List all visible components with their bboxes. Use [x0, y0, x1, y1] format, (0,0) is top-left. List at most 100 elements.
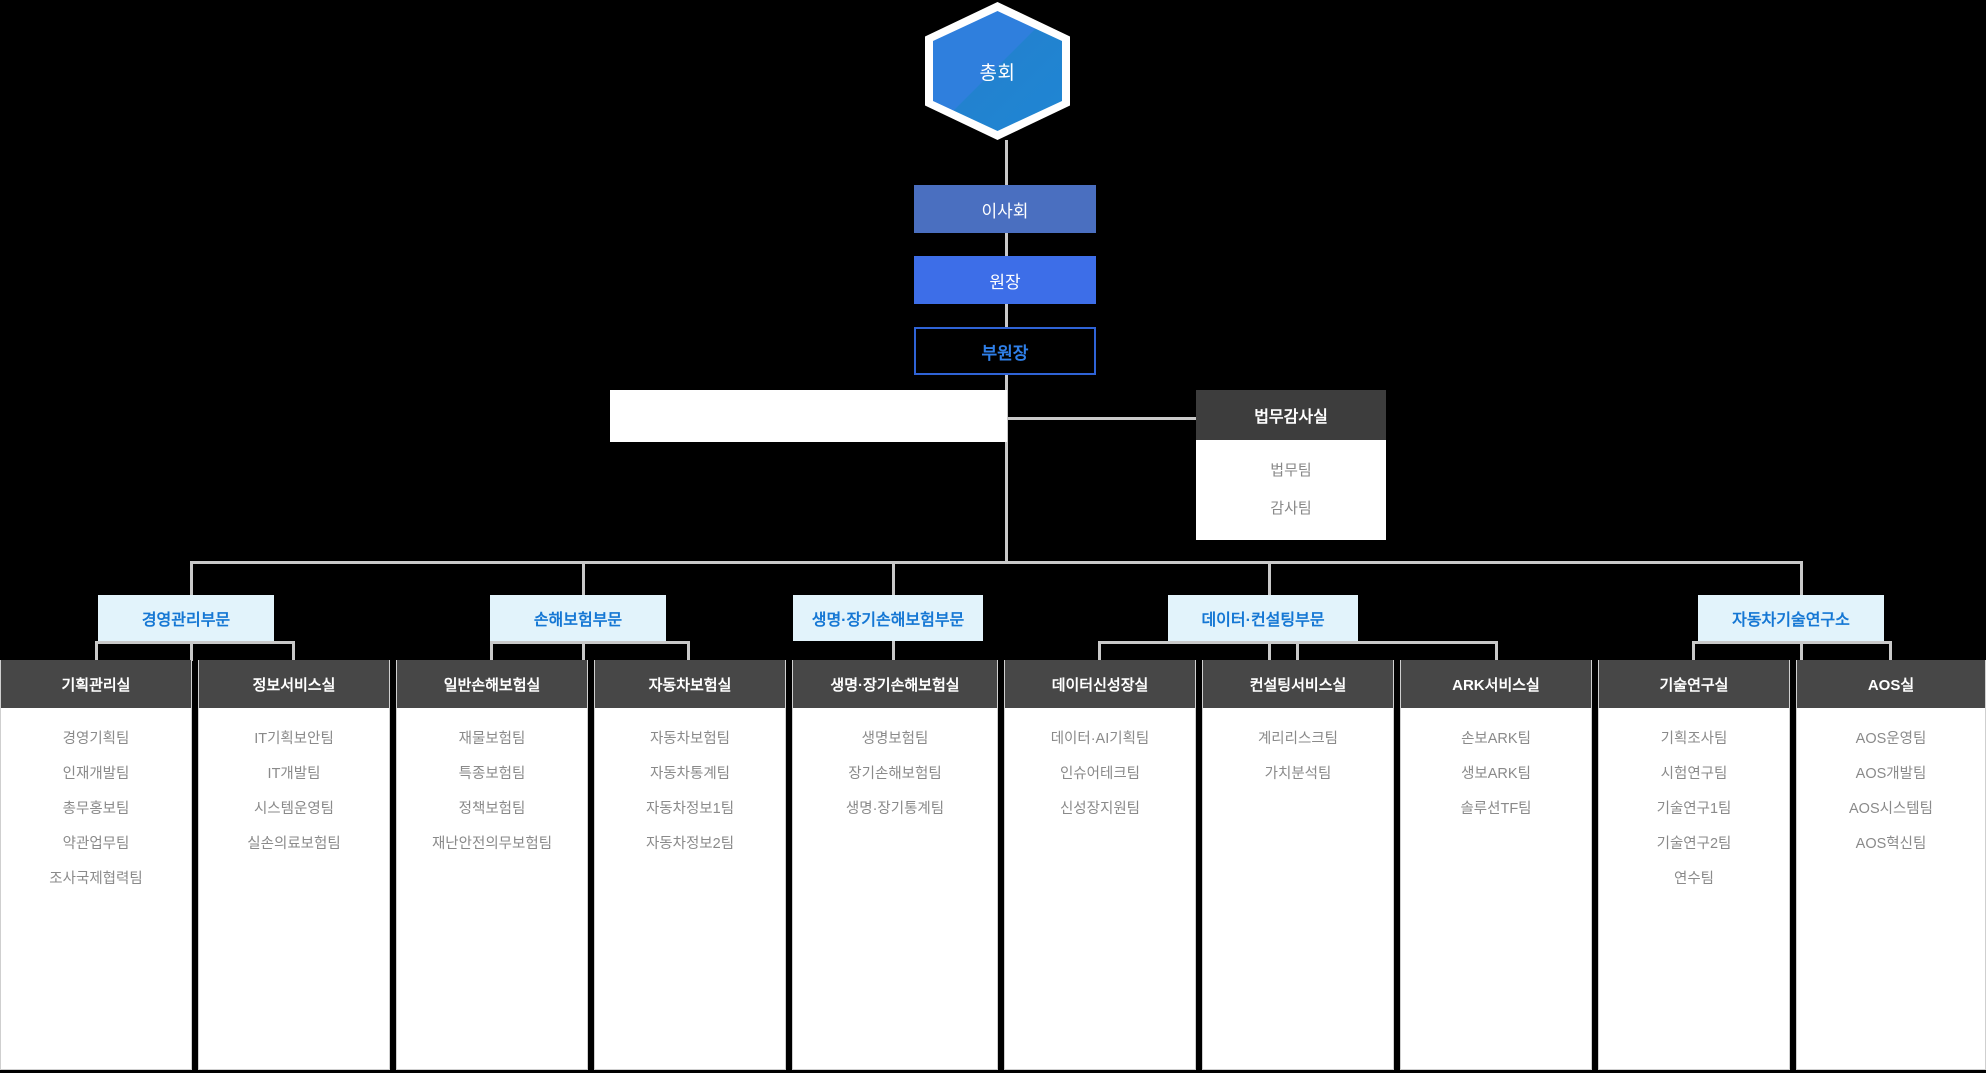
card-legal-audit-title: 법무감사실: [1196, 390, 1386, 440]
list-item[interactable]: 자동차통계팀: [649, 766, 731, 782]
list-item[interactable]: 특종보험팀: [458, 766, 526, 782]
list-item[interactable]: 시스템운영팀: [253, 801, 335, 817]
list-item[interactable]: 인재개발팀: [62, 766, 130, 782]
division-auto-tech-institute[interactable]: 자동차기술연구소: [1698, 595, 1884, 641]
node-vice-president-label: 부원장: [981, 343, 1029, 363]
dept-auto-insurance[interactable]: 자동차보험실 자동차보험팀 자동차통계팀 자동차정보1팀 자동차정보2팀: [594, 660, 786, 1070]
list-item[interactable]: 경영기획팀: [62, 731, 130, 747]
list-item[interactable]: 생보ARK팀: [1461, 766, 1531, 782]
connector-div1-stem: [190, 641, 193, 661]
connector-div4-child3: [1495, 641, 1498, 661]
division-general-insurance[interactable]: 손해보험부문: [490, 595, 666, 641]
list-item[interactable]: 정책보험팀: [458, 801, 526, 817]
list-item[interactable]: 실손의료보험팀: [247, 836, 341, 852]
dept-team-list: IT기획보안팀 IT개발팀 시스템운영팀 실손의료보험팀: [199, 708, 389, 862]
hexagon-fill: [933, 11, 1062, 131]
list-item[interactable]: 솔루션TF팀: [1460, 801, 1532, 817]
card-legal-audit-office[interactable]: 법무감사실 법무팀 감사팀: [1196, 390, 1386, 540]
connector-div2-stem: [582, 641, 585, 661]
division-management[interactable]: 경영관리부문: [98, 595, 274, 641]
dept-technical-research[interactable]: 기술연구실 기획조사팀 시험연구팀 기술연구1팀 기술연구2팀 연수팀: [1598, 660, 1790, 1070]
division-life-longterm-insurance[interactable]: 생명·장기손해보험부문: [793, 595, 983, 641]
node-board-of-directors[interactable]: 이사회: [914, 185, 1096, 233]
list-item[interactable]: AOS개발팀: [1855, 766, 1927, 782]
node-assembly[interactable]: 총회: [925, 2, 1070, 140]
division-label: 경영관리부문: [141, 612, 231, 629]
list-item[interactable]: 신성장지원팀: [1059, 801, 1141, 817]
list-item[interactable]: 법무팀: [1270, 462, 1312, 479]
dept-ark-service[interactable]: ARK서비스실 손보ARK팀 생보ARK팀 솔루션TF팀: [1400, 660, 1592, 1070]
list-item[interactable]: 연수팀: [1673, 871, 1715, 887]
connector-div5-stem: [1800, 641, 1803, 661]
division-data-consulting[interactable]: 데이터·컨설팅부문: [1168, 595, 1358, 641]
list-item[interactable]: 데이터·AI기획팀: [1050, 731, 1150, 747]
node-assembly-label: 총회: [979, 62, 1016, 84]
list-item[interactable]: 조사국제협력팀: [49, 871, 143, 887]
list-item[interactable]: 인슈어테크팀: [1059, 766, 1141, 782]
list-item[interactable]: 재물보험팀: [458, 731, 526, 747]
dept-general-casualty-insurance[interactable]: 일반손해보험실 재물보험팀 특종보험팀 정책보험팀 재난안전의무보험팀: [396, 660, 588, 1070]
dept-life-longterm-insurance[interactable]: 생명·장기손해보험실 생명보험팀 장기손해보험팀 생명·장기통계팀: [792, 660, 998, 1070]
node-board-label: 이사회: [981, 201, 1029, 221]
connector-div4-child2: [1296, 641, 1299, 661]
list-item[interactable]: 생명보험팀: [861, 731, 929, 747]
dept-team-list: AOS운영팀 AOS개발팀 AOS시스템팀 AOS혁신팀: [1797, 708, 1985, 862]
connector-assembly-board: [1005, 140, 1008, 187]
list-item[interactable]: 생명·장기통계팀: [845, 801, 945, 817]
dept-title: 일반손해보험실: [397, 660, 587, 708]
connector-div1-child2: [292, 641, 295, 661]
list-item[interactable]: 기술연구1팀: [1656, 801, 1732, 817]
connector-div1-bar: [95, 641, 295, 644]
dept-team-list: 데이터·AI기획팀 인슈어테크팀 신성장지원팀: [1005, 708, 1195, 827]
dept-team-list: 손보ARK팀 생보ARK팀 솔루션TF팀: [1401, 708, 1591, 827]
dept-team-list: 재물보험팀 특종보험팀 정책보험팀 재난안전의무보험팀: [397, 708, 587, 862]
list-item[interactable]: 기술연구2팀: [1656, 836, 1732, 852]
list-item[interactable]: 총무홍보팀: [62, 801, 130, 817]
node-vice-president[interactable]: 부원장: [914, 327, 1096, 375]
connector-vice-to-legal-audit: [1005, 417, 1197, 420]
dept-data-new-growth[interactable]: 데이터신성장실 데이터·AI기획팀 인슈어테크팀 신성장지원팀: [1004, 660, 1196, 1070]
dept-title: ARK서비스실: [1401, 660, 1591, 708]
dept-team-list: 자동차보험팀 자동차통계팀 자동차정보1팀 자동차정보2팀: [595, 708, 785, 862]
list-item[interactable]: 자동차정보2팀: [645, 836, 735, 852]
connector-div5-child1: [1692, 641, 1695, 661]
dept-team-list: 경영기획팀 인재개발팀 총무홍보팀 약관업무팀 조사국제협력팀: [1, 708, 191, 897]
list-item[interactable]: 자동차보험팀: [649, 731, 731, 747]
connector-vice-trunk: [1005, 375, 1008, 563]
dept-title: 데이터신성장실: [1005, 660, 1195, 708]
list-item[interactable]: 가치분석팀: [1264, 766, 1332, 782]
list-item[interactable]: 장기손해보험팀: [848, 766, 942, 782]
node-president-label: 원장: [989, 272, 1021, 292]
dept-title: 기획관리실: [1, 660, 191, 708]
list-item[interactable]: 약관업무팀: [62, 836, 130, 852]
blank-panel: [610, 390, 1007, 442]
connector-div5-child2: [1889, 641, 1892, 661]
list-item[interactable]: AOS운영팀: [1855, 731, 1927, 747]
dept-title: 자동차보험실: [595, 660, 785, 708]
connector-main-bus: [190, 561, 1802, 564]
connector-div2-child1: [490, 641, 493, 661]
connector-div5-bar: [1692, 641, 1892, 644]
list-item[interactable]: 재난안전의무보험팀: [431, 836, 553, 852]
list-item[interactable]: IT기획보안팀: [254, 731, 334, 747]
list-item[interactable]: 손보ARK팀: [1461, 731, 1531, 747]
list-item[interactable]: 감사팀: [1270, 500, 1312, 517]
dept-consulting-service[interactable]: 컨설팅서비스실 계리리스크팀 가치분석팀: [1202, 660, 1394, 1070]
list-item[interactable]: AOS시스템팀: [1849, 801, 1933, 817]
dept-aos[interactable]: AOS실 AOS운영팀 AOS개발팀 AOS시스템팀 AOS혁신팀: [1796, 660, 1986, 1070]
dept-planning-management[interactable]: 기획관리실 경영기획팀 인재개발팀 총무홍보팀 약관업무팀 조사국제협력팀: [0, 660, 192, 1070]
list-item[interactable]: 시험연구팀: [1660, 766, 1728, 782]
connector-bus-drop-1: [190, 561, 193, 595]
list-item[interactable]: 기획조사팀: [1660, 731, 1728, 747]
list-item[interactable]: AOS혁신팀: [1855, 836, 1927, 852]
dept-information-service[interactable]: 정보서비스실 IT기획보안팀 IT개발팀 시스템운영팀 실손의료보험팀: [198, 660, 390, 1070]
dept-title: 정보서비스실: [199, 660, 389, 708]
node-president[interactable]: 원장: [914, 256, 1096, 304]
connector-div2-bar: [490, 641, 690, 644]
connector-bus-drop-4: [1268, 561, 1271, 595]
list-item[interactable]: 자동차정보1팀: [645, 801, 735, 817]
list-item[interactable]: IT개발팀: [267, 766, 321, 782]
connector-div4-child1: [1098, 641, 1101, 661]
dept-team-list: 생명보험팀 장기손해보험팀 생명·장기통계팀: [793, 708, 997, 827]
list-item[interactable]: 계리리스크팀: [1257, 731, 1339, 747]
